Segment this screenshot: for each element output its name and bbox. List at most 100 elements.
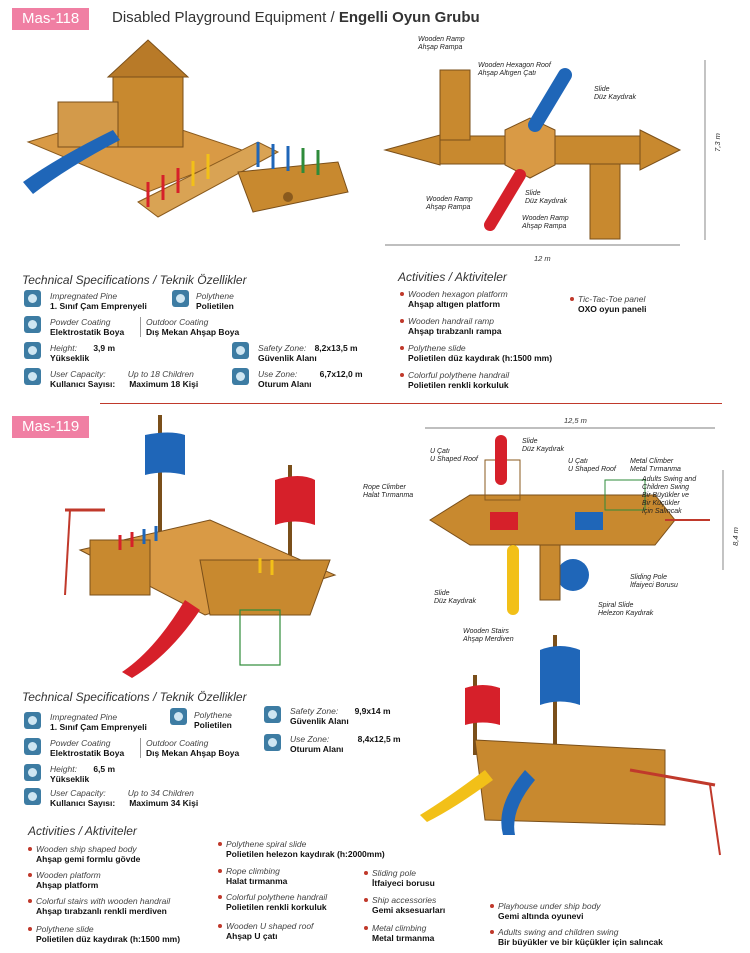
mas119-plan-view bbox=[425, 427, 724, 615]
tech-spec-heading: Technical Specifications / Teknik Özelli… bbox=[22, 690, 247, 704]
bullet bbox=[570, 297, 574, 301]
bullet bbox=[218, 895, 222, 899]
bullet bbox=[218, 869, 222, 873]
page-title: Disabled Playground Equipment / Engelli … bbox=[112, 9, 480, 26]
bullet bbox=[218, 842, 222, 846]
bullet bbox=[490, 904, 494, 908]
safety-zone-icon bbox=[264, 706, 281, 723]
dimension-width: 12 m bbox=[534, 254, 551, 263]
use-zone-icon bbox=[232, 368, 249, 385]
safety-zone-icon bbox=[232, 342, 249, 359]
bullet bbox=[218, 924, 222, 928]
capacity-icon bbox=[24, 788, 41, 805]
title-tr: Engelli Oyun Grubu bbox=[338, 9, 480, 26]
bullet bbox=[364, 898, 368, 902]
polythene-icon bbox=[172, 290, 189, 307]
mas118-illustration bbox=[23, 39, 349, 218]
bullet bbox=[400, 319, 404, 323]
bullet bbox=[490, 930, 494, 934]
polythene-icon bbox=[170, 708, 187, 725]
bullet bbox=[364, 926, 368, 930]
bullet bbox=[364, 871, 368, 875]
section-divider bbox=[100, 403, 722, 404]
activities-heading: Activities / Aktiviteler bbox=[28, 824, 137, 838]
bullet bbox=[28, 847, 32, 851]
use-zone-icon bbox=[264, 734, 281, 751]
bullet bbox=[28, 873, 32, 877]
bullet bbox=[28, 899, 32, 903]
mas119-illustration bbox=[64, 415, 337, 678]
coating-icon bbox=[24, 738, 41, 755]
bullet bbox=[400, 292, 404, 296]
dimension-depth: 8,4 m bbox=[730, 527, 740, 546]
activities-heading: Activities / Aktiviteler bbox=[398, 270, 507, 284]
dimension-depth: 7,3 m bbox=[712, 133, 722, 152]
bullet bbox=[400, 373, 404, 377]
mas119-alt-illustration bbox=[420, 635, 721, 856]
height-icon bbox=[24, 764, 41, 781]
bullet bbox=[400, 346, 404, 350]
coating-icon bbox=[24, 316, 41, 333]
bullet bbox=[28, 927, 32, 931]
height-icon bbox=[24, 342, 41, 359]
pine-icon bbox=[24, 290, 41, 307]
pine-icon bbox=[24, 712, 41, 729]
dimension-width: 12,5 m bbox=[564, 416, 587, 425]
tech-spec-heading: Technical Specifications / Teknik Özelli… bbox=[22, 273, 247, 287]
mas118-plan-view bbox=[383, 60, 706, 246]
capacity-icon bbox=[24, 368, 41, 385]
title-en: Disabled Playground Equipment bbox=[112, 9, 327, 26]
product-code-badge: Mas-119 bbox=[12, 416, 90, 438]
